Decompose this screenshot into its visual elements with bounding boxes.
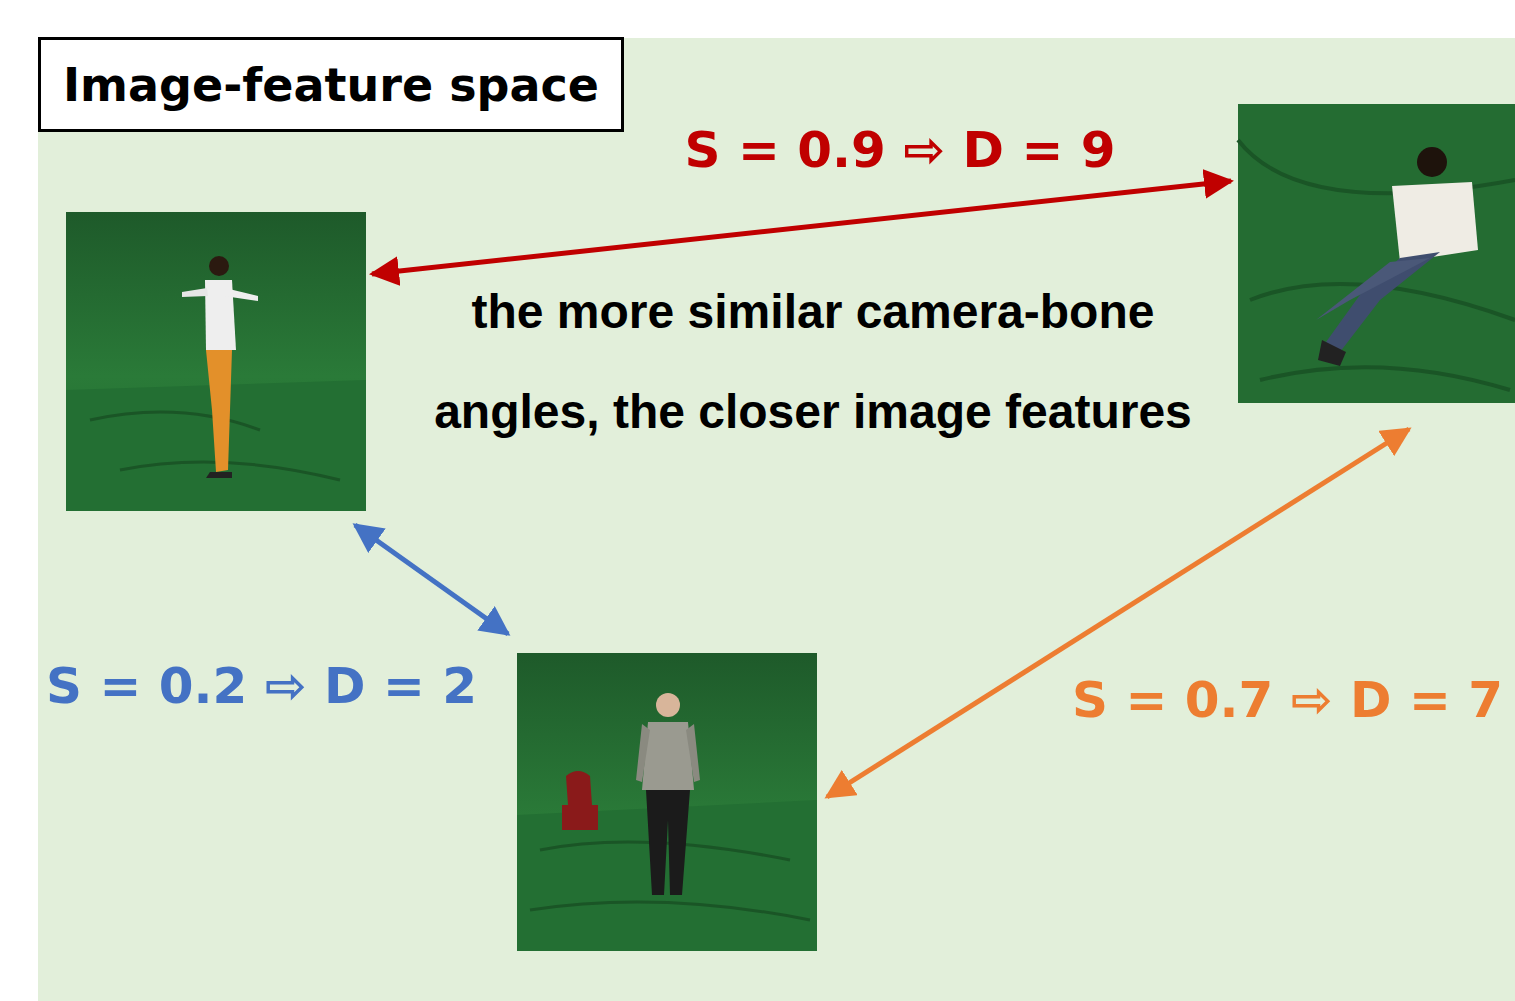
- photo-seated: [1238, 104, 1515, 403]
- photo-standing-front: [517, 653, 817, 951]
- similarity-label: S = 0.2 ⇨ D = 2: [42, 656, 481, 716]
- similarity-arrow: [355, 525, 508, 634]
- photo-standing-side: [66, 212, 366, 511]
- feature-space-ground: [38, 38, 1515, 1001]
- similarity-arrow: [827, 429, 1409, 797]
- title-box: Image-feature space: [38, 37, 624, 132]
- title-text: Image-feature space: [63, 58, 599, 112]
- central-note: the more similar camera-bone angles, the…: [393, 262, 1233, 462]
- similarity-label: S = 0.7 ⇨ D = 7: [1068, 670, 1507, 730]
- similarity-arrow: [372, 181, 1231, 274]
- similarity-label: S = 0.9 ⇨ D = 9: [680, 120, 1119, 180]
